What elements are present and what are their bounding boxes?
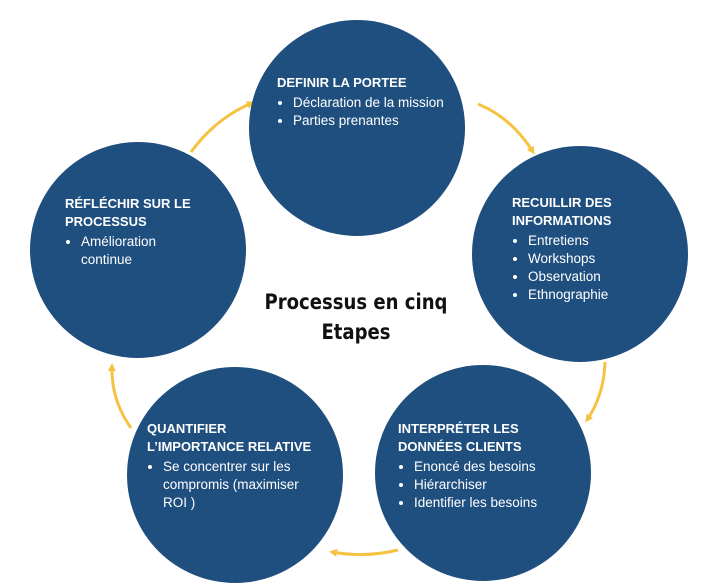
center-title-line: Etapes (321, 320, 391, 344)
step-circle-gather-information: RECUILLIR DES INFORMATIONS Entretiens Wo… (472, 146, 688, 362)
bullet-item: Identifier les besoins (414, 494, 583, 512)
step-title-line: RÉFLÉCHIR SUR LE (65, 196, 191, 211)
step-title-line: DONNÉES CLIENTS (398, 439, 522, 454)
step-title-line: DEFINIR LA PORTEE (277, 75, 407, 90)
step-title: RÉFLÉCHIR SUR LE PROCESSUS (65, 195, 225, 231)
step-title-line: INFORMATIONS (512, 213, 612, 228)
diagram-center-title: Processus en cinq Etapes (244, 287, 468, 347)
bullet-item: Déclaration de la mission (293, 94, 452, 112)
step-title-line: RECUILLIR DES (512, 195, 612, 210)
step-title-line: INTERPRÉTER LES (398, 421, 519, 436)
step-title: DEFINIR LA PORTEE (277, 74, 452, 92)
bullet-item: Parties prenantes (293, 112, 452, 130)
bullet-item: Workshops (528, 250, 677, 268)
step-title-line: PROCESSUS (65, 214, 147, 229)
step-title: INTERPRÉTER LES DONNÉES CLIENTS (398, 420, 583, 456)
step-bullet-list: Se concentrer sur les compromis (maximis… (147, 458, 325, 512)
step-circle-quantify-importance: QUANTIFIER L’IMPORTANCE RELATIVE Se conc… (127, 367, 343, 583)
step-circle-interpret-customer-data: INTERPRÉTER LES DONNÉES CLIENTS Enoncé d… (375, 365, 591, 581)
step-title: QUANTIFIER L’IMPORTANCE RELATIVE (147, 420, 327, 456)
step-circle-reflect-on-process: RÉFLÉCHIR SUR LE PROCESSUS Amélioration … (30, 142, 246, 358)
bullet-item: Enoncé des besoins (414, 458, 583, 476)
center-title-line: Processus en cinq (264, 290, 448, 314)
arrow-step2-to-step3 (585, 361, 607, 423)
step-circle-define-scope: DEFINIR LA PORTEE Déclaration de la miss… (249, 20, 465, 236)
arrow-step5-to-step1 (189, 101, 255, 153)
step-title-line: QUANTIFIER (147, 421, 227, 436)
bullet-item: Observation (528, 268, 677, 286)
bullet-item: Ethnographie (528, 286, 677, 304)
step-bullet-list: Déclaration de la mission Parties prenan… (277, 94, 452, 130)
step-title-line: L’IMPORTANCE RELATIVE (147, 439, 312, 454)
step-title: RECUILLIR DES INFORMATIONS (512, 194, 677, 230)
arrow-step1-to-step2 (477, 102, 535, 155)
arrow-step3-to-step4 (329, 548, 399, 557)
bullet-item: Hiérarchiser (414, 476, 583, 494)
bullet-item: Se concentrer sur les compromis (maximis… (163, 458, 325, 512)
arrow-step4-to-step5 (107, 363, 133, 429)
bullet-item: Amélioration continue (81, 233, 191, 269)
step-bullet-list: Entretiens Workshops Observation Ethnogr… (512, 232, 677, 304)
step-bullet-list: Enoncé des besoins Hiérarchiser Identifi… (398, 458, 583, 512)
bullet-item: Entretiens (528, 232, 677, 250)
step-bullet-list: Amélioration continue (65, 233, 191, 269)
